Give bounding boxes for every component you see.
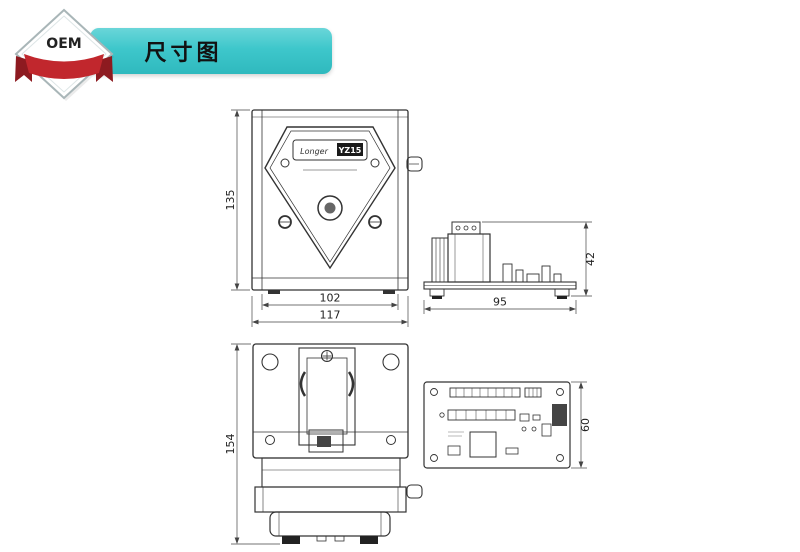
badge-diamond: [14, 8, 114, 100]
dimension-front-height: 135: [225, 109, 250, 291]
oem-badge-label: OEM: [46, 36, 81, 52]
front-view-drawing: Longer YZ15: [225, 109, 423, 327]
dimension-front-width-outer: 117: [251, 296, 409, 327]
plate-screw-right: [370, 158, 380, 168]
motor-mount-rear: [298, 347, 356, 453]
board-hole: [556, 388, 564, 396]
head-screw-right: [368, 215, 382, 229]
board-components-top: [439, 387, 567, 458]
rear-lower-base: [254, 486, 407, 544]
pump-brand-label: Longer: [300, 147, 328, 156]
mount-hole-right: [382, 353, 400, 371]
motor-block-side: [431, 221, 491, 283]
model-plate: [337, 143, 363, 156]
pump-head: Longer YZ15: [264, 126, 396, 270]
dim-label-95: 95: [493, 296, 507, 309]
foot-left: [429, 288, 445, 297]
rotor: [317, 195, 343, 221]
edge-connector: [552, 404, 567, 426]
dim-label-102: 102: [320, 292, 341, 305]
dim-label-154: 154: [225, 434, 237, 455]
dimension-side-width: 95: [423, 296, 577, 314]
dim-label-135: 135: [225, 190, 237, 211]
control-board-drawing: 60: [423, 381, 592, 469]
head-screw-left: [278, 215, 292, 229]
pump-model-label: YZ15: [338, 146, 362, 155]
clamp-lever: [406, 156, 423, 172]
page-title: 尺寸图: [144, 40, 223, 65]
foot-left: [282, 536, 300, 544]
relay: [469, 431, 497, 458]
foot-left: [268, 290, 280, 294]
terminal-strip: [447, 409, 516, 421]
dimension-side-height: 42: [482, 221, 597, 297]
dimension-board-height: 60: [571, 381, 592, 469]
ribbon-band: [24, 54, 104, 79]
spring-left: [299, 371, 307, 397]
dimension-rear-height: 154: [225, 343, 280, 545]
mount-hole-left: [261, 353, 279, 371]
spring-right: [347, 371, 355, 397]
badge-diamond-inner: [21, 15, 107, 93]
pin-header: [449, 387, 521, 398]
foot-right: [360, 536, 378, 544]
dim-label-60: 60: [579, 418, 592, 432]
foot-right: [383, 290, 395, 294]
plate-screw-left: [280, 158, 290, 168]
rear-view-drawing: 154: [225, 343, 423, 545]
section-title-bar: 尺寸图: [90, 28, 332, 74]
board-hole: [430, 388, 438, 396]
pump-body-front: [251, 109, 409, 294]
top-screw: [320, 349, 334, 363]
base-plate-side: [423, 281, 577, 299]
foot-right: [554, 288, 570, 297]
connector-box: [308, 429, 344, 453]
board-outline: [423, 381, 571, 469]
name-plate: Longer YZ15: [292, 139, 368, 171]
board-components-side: [502, 263, 562, 283]
board-hole: [430, 454, 438, 462]
clamp-lever-rear: [406, 484, 423, 499]
oem-badge: OEM: [14, 8, 114, 101]
board-hole: [556, 454, 564, 462]
dim-label-117: 117: [320, 309, 341, 322]
dim-label-42: 42: [584, 252, 597, 266]
side-view-drawing: 42 95: [423, 221, 597, 314]
dimension-front-width-inner: 102: [261, 292, 399, 310]
rear-mid-band: [261, 457, 401, 488]
terminal-block: [451, 221, 481, 235]
